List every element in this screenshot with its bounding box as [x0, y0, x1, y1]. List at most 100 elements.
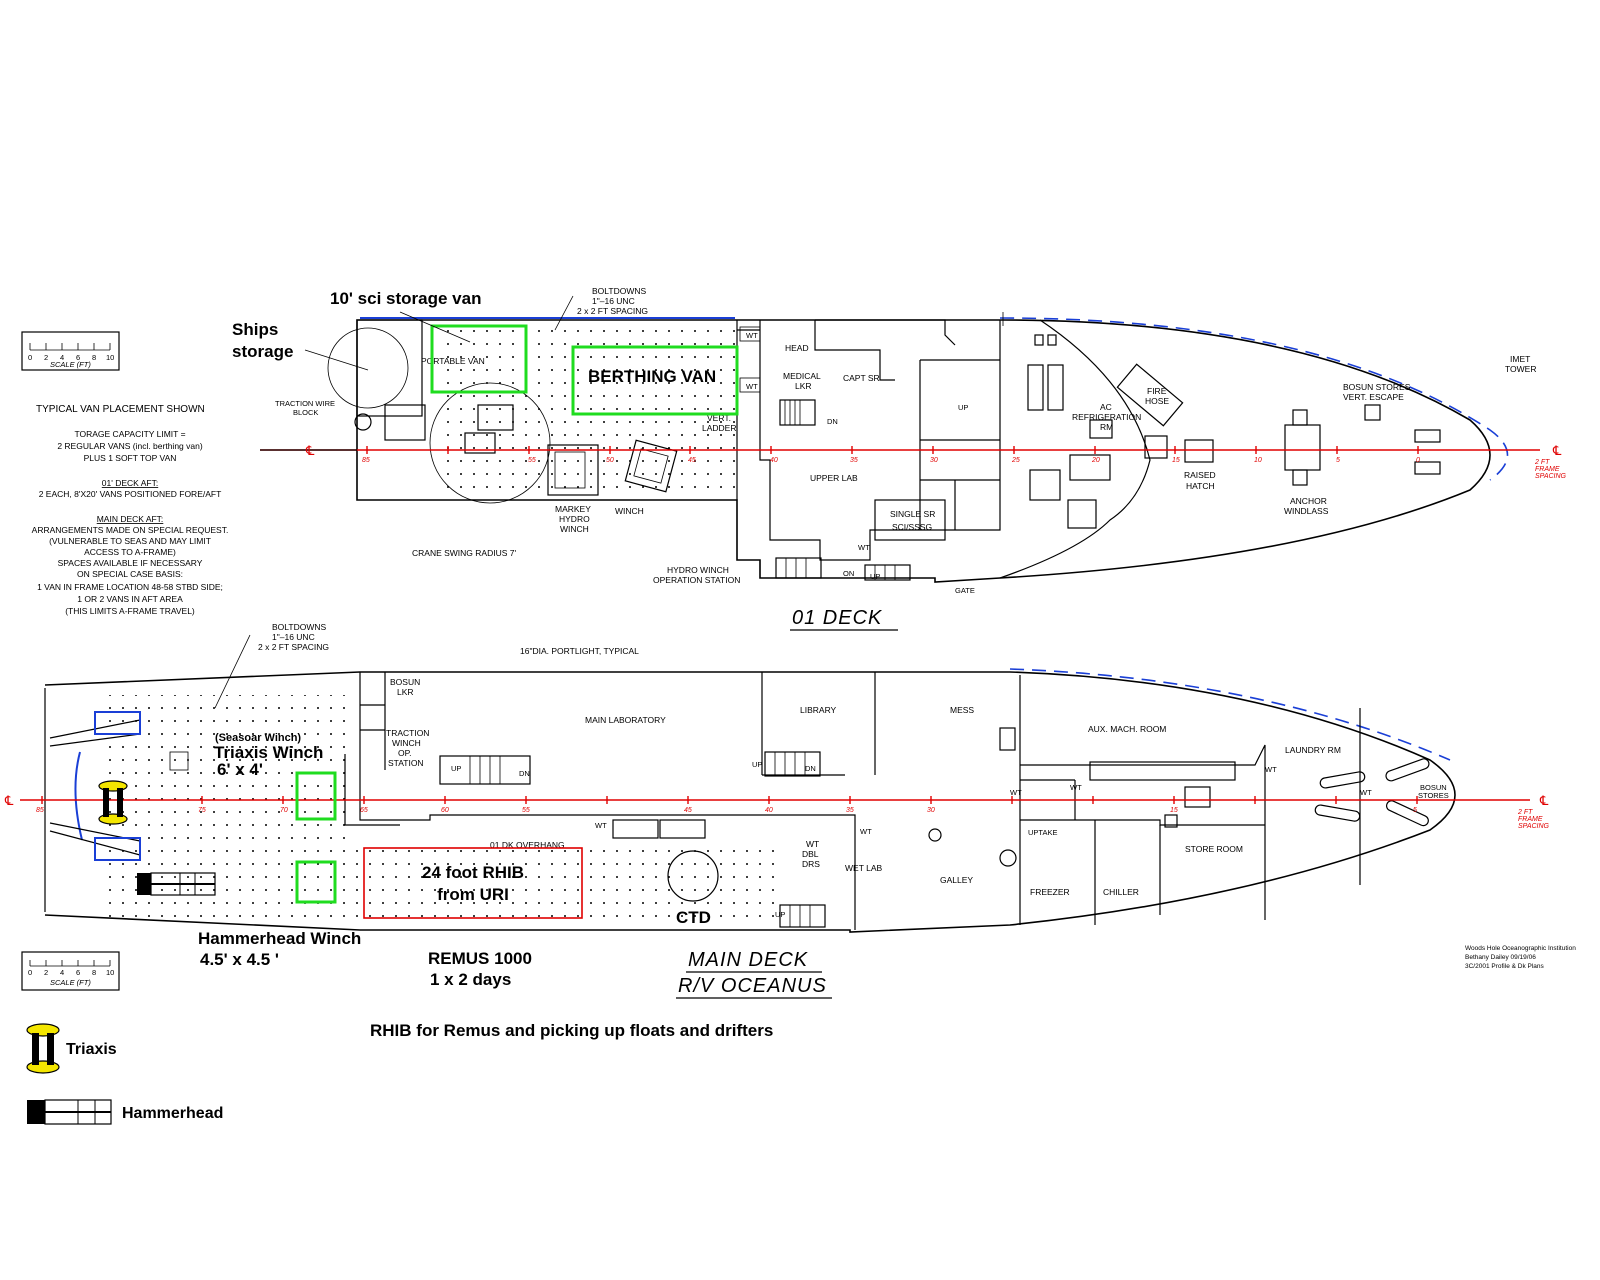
note-line: SPACES AVAILABLE IF NECESSARY [58, 558, 203, 568]
main-frame: 75 [198, 807, 206, 814]
deck-01-plan: 85 55 50 45 40 35 30 25 20 15 10 5 0 ℄ ℄… [260, 286, 1567, 631]
legend-hammerhead-icon [27, 1099, 112, 1125]
portable-van-label: PORTABLE VAN [421, 356, 485, 366]
store-room-label: STORE ROOM [1185, 844, 1243, 854]
deck01-frame: 15 [1172, 457, 1180, 464]
traction-wire-label: TRACTION WIRE [275, 399, 335, 408]
capt-sr-label: CAPT SR [843, 373, 880, 383]
scale-tick-2: 2 [44, 968, 48, 977]
main-frame: 35 [846, 807, 854, 814]
stair-on-label: ON [843, 569, 854, 578]
upper-lab-label: UPPER LAB [810, 473, 858, 483]
deck01-frame-spacing: 2 FT [1534, 459, 1550, 466]
fire-hose-label: FIRE [1147, 386, 1167, 396]
medical-locker-label: MEDICAL [783, 371, 821, 381]
deck01-frame: 0 [1416, 457, 1420, 464]
main-boltdowns: 2 x 2 FT SPACING [258, 642, 329, 652]
legend-triaxis-icon [26, 1023, 60, 1074]
stair-down-label: DN [519, 769, 530, 778]
main-frame: 30 [927, 807, 935, 814]
wt-door-label: WT [595, 821, 607, 830]
wt-door-label: WT [1010, 788, 1022, 797]
traction-station-label: WINCH [392, 738, 421, 748]
galley-label: GALLEY [940, 875, 973, 885]
markey-winch-label: HYDRO [559, 514, 590, 524]
remus-duration: 1 x 2 days [430, 970, 511, 989]
deck01-frame: 85 [362, 457, 370, 464]
bosun-stores-label: STORES [1418, 791, 1449, 800]
ac-refrigeration-label: AC [1100, 402, 1112, 412]
main-frame: 15 [1170, 807, 1178, 814]
hydro-station-label: HYDRO WINCH [667, 565, 729, 575]
hammerhead-winch-label: Hammerhead Winch [198, 929, 361, 948]
hammerhead-winch-size: 4.5' x 4.5 ' [200, 950, 279, 969]
ac-refrigeration-label: REFRIGERATION [1072, 412, 1141, 422]
scale-tick-8: 8 [92, 353, 96, 362]
deck01-frame: 10 [1254, 457, 1262, 464]
deck01-frame: 45 [688, 457, 696, 464]
rhib-outline [363, 847, 583, 919]
library-label: LIBRARY [800, 705, 837, 715]
legend-triaxis-label: Triaxis [66, 1041, 117, 1058]
head-label: HEAD [785, 343, 809, 353]
bosun-stores-label: BOSUN [1420, 783, 1447, 792]
berthing-van-label: BERTHING VAN [588, 367, 716, 386]
wt-door-label: WT [1360, 788, 1372, 797]
credit-line: Woods Hole Oceanographic Institution [1465, 945, 1576, 952]
wt-door-label: WT [746, 382, 758, 391]
deck01-centerline-fwd-symbol: ℄ [1552, 443, 1562, 458]
ship-name-title: R/V OCEANUS [678, 975, 827, 997]
stair-down-label: DN [827, 417, 838, 426]
scale-label: SCALE (FT) [50, 978, 91, 987]
stair-up-label: UP [752, 760, 762, 769]
ships-storage-label: storage [232, 342, 293, 361]
seasoar-winch-label: (Seasoar Winch) [215, 732, 301, 744]
van-placement-notes: TYPICAL VAN PLACEMENT SHOWN TORAGE CAPAC… [32, 404, 229, 616]
scale-tick-0: 0 [28, 353, 32, 362]
imet-tower-label: IMET [1510, 354, 1530, 364]
credit-line: Bethany Dailey 09/19/06 [1465, 954, 1536, 961]
deck01-frame: 30 [930, 457, 938, 464]
fire-hose-label: HOSE [1145, 396, 1169, 406]
single-sr-label: SINGLE SR [890, 509, 935, 519]
scale-bar-top: 0 2 4 6 8 10 SCALE (FT) [21, 331, 120, 371]
deck01-frame: 25 [1011, 457, 1020, 464]
raised-hatch-label: RAISED [1184, 470, 1216, 480]
main-frame: 5 [1413, 807, 1417, 814]
scale-tick-0: 0 [28, 968, 32, 977]
bosun-locker-label: BOSUN [390, 677, 420, 687]
main-centerline-fwd-symbol: ℄ [1539, 793, 1549, 808]
wt-door-label: WT [746, 331, 758, 340]
scale-tick-10: 10 [106, 353, 114, 362]
sci-storage-van-label: 10' sci storage van [330, 289, 481, 308]
scale-label: SCALE (FT) [50, 360, 91, 369]
anchor-windlass-label: WINDLASS [1284, 506, 1329, 516]
wt-door-label: WT [1070, 783, 1082, 792]
note-line: 2 REGULAR VANS (incl. berthing van) [57, 441, 203, 451]
note-line: (THIS LIMITS A-FRAME TRAVEL) [65, 606, 195, 616]
note-line: 2 EACH, 8'X20' VANS POSITIONED FORE/AFT [39, 489, 222, 499]
uptake-label: UPTAKE [1028, 828, 1057, 837]
main-frame: 85 [36, 807, 44, 814]
scale-tick-2: 2 [44, 353, 48, 362]
overhang-label: 01 DK OVERHANG [490, 840, 565, 850]
stair-up-label: UP [775, 910, 785, 919]
wt-double-doors-label: DRS [802, 859, 820, 869]
deck01-frame: 40 [770, 457, 778, 464]
deck01-boltdowns: 1"–16 UNC [592, 296, 635, 306]
scale-tick-4: 4 [60, 968, 64, 977]
main-frame-spacing: 2 FT [1517, 809, 1533, 816]
deck01-frame: 55 [528, 457, 536, 464]
van-placement-heading: TYPICAL VAN PLACEMENT SHOWN [36, 404, 205, 415]
triaxis-winch-size: 6' x 4' [217, 760, 263, 779]
stair-up-label: UP [958, 403, 968, 412]
gate-label: GATE [955, 586, 975, 595]
anchor-windlass-label: ANCHOR [1290, 496, 1327, 506]
scale-tick-6: 6 [76, 968, 80, 977]
berthing-van-outline [571, 345, 739, 416]
remus-label: REMUS 1000 [428, 949, 532, 968]
stair-up-label: UP [870, 572, 880, 581]
wt-double-doors-label: DBL [802, 849, 819, 859]
main-frame: 70 [280, 807, 288, 814]
triaxis-winch-icon [98, 780, 128, 825]
